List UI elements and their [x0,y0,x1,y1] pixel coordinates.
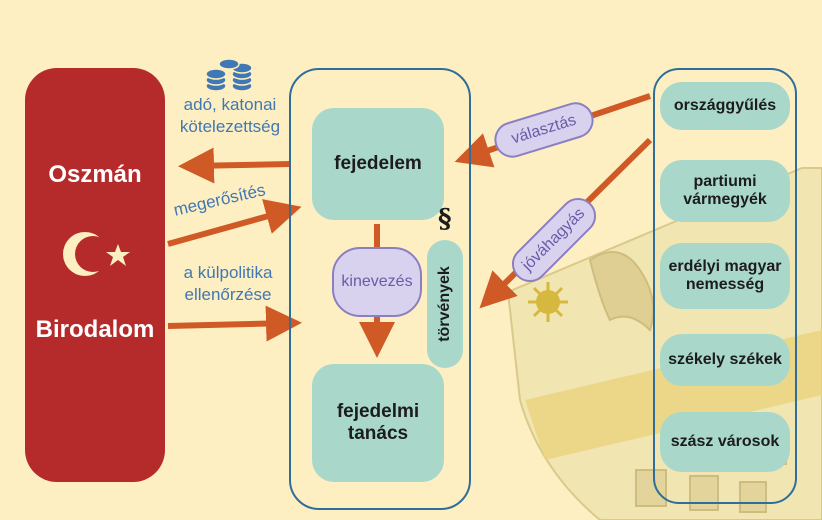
empire-title-top: Oszmán [48,161,142,188]
crescent-star-icon [63,232,130,276]
laws-label: törvények [436,266,453,342]
central-frame [289,68,471,510]
laws-box [427,240,463,368]
right-item-1: partiumi vármegyék [660,160,790,222]
right-item-4: szász városok [660,412,790,472]
right-item-0: országgyűlés [660,82,790,130]
prince-box: fejedelem [312,108,444,220]
ottoman-empire-block [25,68,165,482]
appointment-oval: kinevezés [332,247,422,317]
right-frame [653,68,797,504]
empire-title-bottom: Birodalom [35,316,155,343]
arrow-foreign [167,305,302,342]
coins-icon [205,58,253,92]
section-symbol: § [438,204,452,234]
right-item-3: székely székek [660,334,790,386]
right-item-2: erdélyi magyar nemesség [660,243,790,309]
eagle-icon [588,251,655,332]
arrow-tax [178,147,291,184]
foreign-policy-label: a külpolitika ellenőrzése [183,263,273,304]
sun-icon [528,282,568,322]
tax-label: adó, katonai kötelezettség [179,95,281,136]
council-box: fejedelmi tanács [312,364,444,482]
arrow-confirm [167,199,302,247]
